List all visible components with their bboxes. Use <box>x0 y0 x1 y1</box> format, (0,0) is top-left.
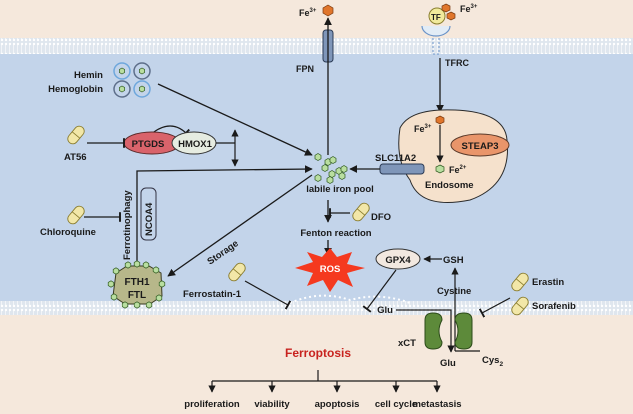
ferritin-iron <box>133 301 141 309</box>
gsh-label: GSH <box>443 255 464 266</box>
outcome-metastasis: metastasis <box>412 399 461 410</box>
sorafenib-label: Sorafenib <box>532 301 576 312</box>
heme-iron <box>119 85 125 93</box>
cystine-label: Cystine <box>437 286 471 297</box>
ferritin-iron <box>152 266 160 274</box>
labile-iron-pool-ions <box>314 153 348 184</box>
ncoa4-label: NCOA4 <box>144 202 155 236</box>
xct-transporter-left <box>424 312 443 350</box>
cys2-label: Cys2 <box>482 355 503 368</box>
xct-transporter-right <box>454 312 473 350</box>
extracellular-top <box>0 0 633 38</box>
fe2-ion <box>326 176 334 184</box>
ros-burst <box>295 248 365 292</box>
fenton-reaction-label: Fenton reaction <box>300 228 371 239</box>
glu-bottom-label: Glu <box>440 358 456 369</box>
ferritin-iron <box>133 260 141 268</box>
at56-drug-icon <box>67 125 85 145</box>
outcome-viability: viability <box>254 399 290 410</box>
steap3-label: STEAP3 <box>462 141 499 152</box>
fpn-channel <box>322 17 334 155</box>
ferritin-iron <box>112 267 120 275</box>
ferritinophagy-label: Ferrotinophagy <box>122 190 133 260</box>
fe2-ion <box>314 153 322 161</box>
ferritin-iron <box>142 261 150 269</box>
heme-iron <box>139 67 145 75</box>
globin-subunit <box>133 62 151 80</box>
fe2-ion-endosome <box>435 164 445 174</box>
fe3-ion-endosome <box>435 115 445 125</box>
fe3-ion-tf-1 <box>441 3 451 13</box>
tfrc-label: TFRC <box>445 58 469 68</box>
xct-label: xCT <box>398 338 416 349</box>
ferritin-complex <box>107 260 166 309</box>
fe3-ion-tf-2 <box>446 11 456 21</box>
tf-label: TF <box>431 13 441 22</box>
fe3-endosome-label: Fe3+ <box>414 124 432 134</box>
ftl-label: FTL <box>128 290 146 301</box>
hemin-label: Hemin <box>74 70 103 81</box>
tfrc-receptor <box>421 25 451 55</box>
gpx4-label: GPX4 <box>385 255 411 266</box>
ferritin-iron <box>155 294 163 302</box>
fth1-label: FTH1 <box>125 277 150 288</box>
ncoa4-box <box>140 187 157 241</box>
glu-top-label: Glu <box>377 305 393 316</box>
outcome-proliferation: proliferation <box>184 399 240 410</box>
sorafenib-drug-icon <box>511 296 529 316</box>
ferritin-iron <box>158 280 166 288</box>
slc11a2-channel <box>379 163 425 175</box>
endosome <box>398 109 509 203</box>
outcome-cell-cycle: cell cycle <box>375 399 417 410</box>
dfo-label: DFO <box>371 212 391 223</box>
dfo-drug-icon <box>352 202 370 222</box>
fe2-label: Fe2+ <box>449 165 467 175</box>
hemoglobin-icon <box>113 62 151 98</box>
ferroptosis-label: Ferroptosis <box>285 346 351 360</box>
fe3-ion-fpn <box>322 4 334 17</box>
fe2-ion <box>329 156 337 164</box>
hmox1-label: HMOX1 <box>178 139 213 150</box>
endosome-label: Endosome <box>425 180 474 191</box>
outcomes: proliferation viability apoptosis cell cycl… <box>184 381 462 410</box>
fe2-ion <box>338 172 346 180</box>
at56-label: AT56 <box>64 152 87 163</box>
fe3-tf-label: Fe3+ <box>460 4 478 14</box>
fe2-ion <box>340 165 348 173</box>
fe2-ion <box>321 164 329 172</box>
ferritin-iron <box>121 301 129 309</box>
globin-subunit <box>113 80 131 98</box>
ferritin-iron <box>107 280 115 288</box>
cell-membrane-top <box>0 38 633 54</box>
ptgds-label: PTGDS <box>132 139 165 150</box>
fe3-fpn-label: Fe3+ <box>299 8 317 18</box>
tf-protein <box>428 7 446 25</box>
disrupted-membrane <box>289 294 411 304</box>
fe2-ion <box>314 174 322 182</box>
outcome-apoptosis: apoptosis <box>315 399 360 410</box>
steap3-enzyme <box>450 133 510 157</box>
slc11a2-label: SLC11A2 <box>375 153 416 164</box>
globin-subunit <box>113 62 131 80</box>
heme-iron <box>119 67 125 75</box>
hemoglobin-label: Hemoglobin <box>48 84 103 95</box>
ferritin-iron <box>124 261 132 269</box>
chloroquine-drug-icon <box>67 205 85 225</box>
cell-membrane-bottom <box>0 301 633 315</box>
globin-subunit <box>133 80 151 98</box>
erastin-label: Erastin <box>532 277 564 288</box>
ferritin-iron <box>145 301 153 309</box>
erastin-drug-icon <box>511 272 529 292</box>
extracellular-bottom <box>0 315 633 414</box>
ros-label: ROS <box>320 264 341 275</box>
chloroquine-label: Chloroquine <box>40 227 96 238</box>
ferritin-iron <box>110 293 118 301</box>
fpn-label: FPN <box>296 64 314 74</box>
heme-iron <box>139 85 145 93</box>
gpx4-enzyme <box>375 248 421 270</box>
ferrostatin-label: Ferrostatin-1 <box>183 289 242 300</box>
ferrostatin-drug-icon <box>228 262 246 282</box>
labile-iron-pool-label: labile iron pool <box>306 184 374 195</box>
